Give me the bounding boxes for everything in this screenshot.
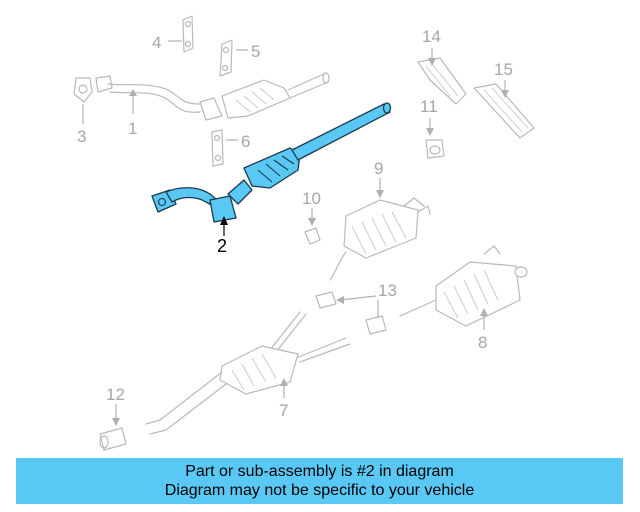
callout-4: 4 (152, 33, 161, 52)
callout-12: 12 (106, 385, 125, 404)
callout-5: 5 (251, 42, 260, 61)
callout-1: 1 (128, 119, 137, 138)
part-14-heat-shield[interactable] (417, 57, 467, 105)
callout-6: 6 (241, 132, 250, 151)
callout-3: 3 (77, 127, 86, 146)
part-10-hanger[interactable] (304, 227, 321, 245)
callout-13: 13 (378, 281, 397, 300)
callout-8: 8 (478, 333, 487, 352)
part-11-clamp[interactable] (425, 139, 445, 159)
part-4-hanger[interactable] (182, 15, 194, 53)
part-13-clamp[interactable] (315, 291, 387, 335)
part-15-heat-shield[interactable] (473, 83, 535, 139)
callout-2: 2 (217, 236, 227, 256)
part-3-gasket[interactable] (73, 77, 93, 103)
part-9-muffler[interactable] (329, 197, 431, 281)
callout-10: 10 (302, 189, 321, 208)
part-2-front-pipe-converter-highlighted[interactable] (151, 102, 392, 223)
part-7-resonator-pipe[interactable] (145, 311, 351, 435)
callout-14: 14 (422, 27, 441, 46)
part-6-bracket[interactable] (211, 129, 224, 167)
part-1-front-pipe-converter[interactable] (95, 72, 330, 121)
banner-line-2: Diagram may not be specific to your vehi… (164, 482, 475, 499)
callout-7: 7 (279, 401, 288, 420)
part-8-muffler[interactable] (399, 245, 528, 327)
callout-11: 11 (420, 97, 438, 116)
callout-15: 15 (494, 60, 513, 79)
banner-line-1: Part or sub-assembly is #2 in diagram (185, 463, 454, 480)
info-banner: Part or sub-assembly is #2 in diagram Di… (16, 458, 623, 504)
part-12-clamp[interactable] (99, 427, 127, 451)
part-5-bracket[interactable] (219, 39, 233, 77)
callout-9: 9 (374, 159, 383, 178)
